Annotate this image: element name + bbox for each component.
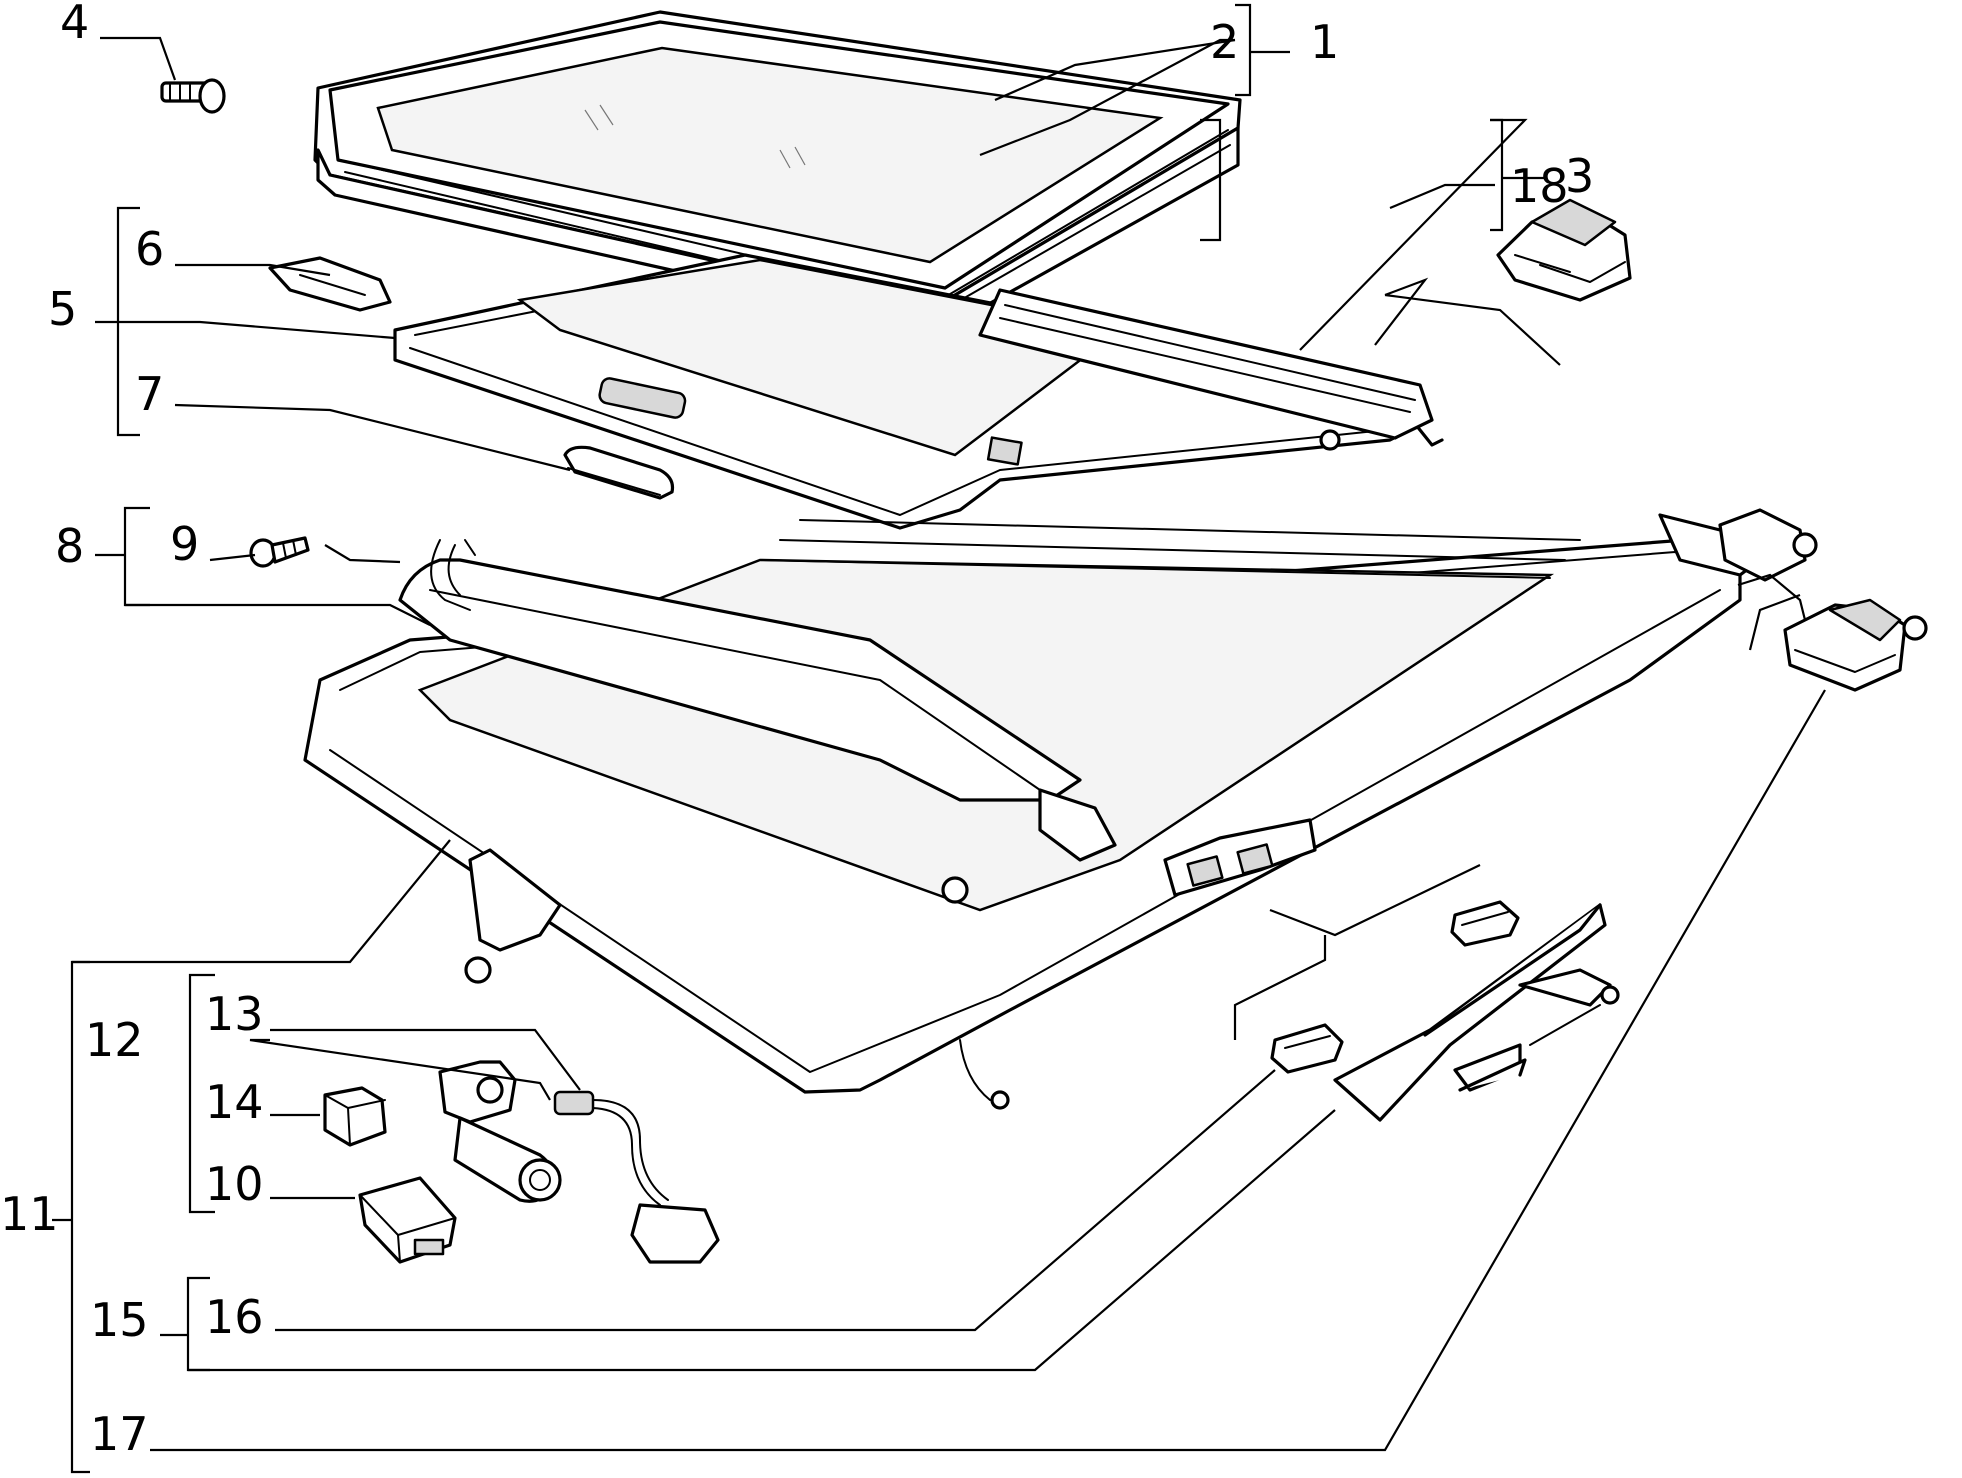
callout-labels: 4 2 1 18 3 6 5 7 8 9 13 12 14 10 11 16 1… xyxy=(0,0,1594,1461)
sliding-panel-frame-part xyxy=(393,253,1444,530)
callout-3: 3 xyxy=(1565,149,1594,203)
slider-block-part xyxy=(1496,198,1632,302)
rear-guide-part-17 xyxy=(1783,598,1928,692)
callout-12: 12 xyxy=(85,1013,144,1067)
callout-14: 14 xyxy=(205,1075,264,1129)
callout-10: 10 xyxy=(205,1157,264,1211)
screw-part-4 xyxy=(160,78,226,114)
handle-part-7 xyxy=(563,445,675,500)
glass-panel-part xyxy=(313,10,1242,332)
callout-13: 13 xyxy=(205,987,264,1041)
cable-harness-part-13 xyxy=(553,1090,720,1264)
side-rail-part xyxy=(978,288,1434,440)
clip-part-6 xyxy=(268,256,392,312)
mechanism-part-15 xyxy=(1333,903,1620,1122)
small-slider-part-upper xyxy=(1450,900,1520,947)
callout-2: 2 xyxy=(1210,15,1239,69)
callout-1: 1 xyxy=(1310,15,1339,69)
callout-8: 8 xyxy=(55,519,84,573)
callout-16: 16 xyxy=(205,1290,264,1344)
motor-part-12 xyxy=(438,1060,562,1203)
callout-9: 9 xyxy=(170,517,199,571)
callout-4: 4 xyxy=(60,0,89,49)
leader-lines xyxy=(52,3,1826,1474)
control-unit-part-10 xyxy=(358,1176,457,1264)
roof-frame-part xyxy=(303,513,1762,1110)
callout-11: 11 xyxy=(0,1187,59,1241)
small-slider-part-16 xyxy=(1270,1023,1344,1074)
rear-guide-part-upper xyxy=(1718,508,1818,582)
screw-part-9 xyxy=(249,536,310,568)
relay-part-14 xyxy=(323,1086,387,1147)
callout-6: 6 xyxy=(135,222,164,276)
callout-5: 5 xyxy=(48,282,77,336)
callout-15: 15 xyxy=(90,1293,149,1347)
cable-guide-part-8 xyxy=(430,539,476,611)
callout-18: 18 xyxy=(1510,159,1569,213)
callout-7: 7 xyxy=(135,367,164,421)
callout-17: 17 xyxy=(90,1407,149,1461)
